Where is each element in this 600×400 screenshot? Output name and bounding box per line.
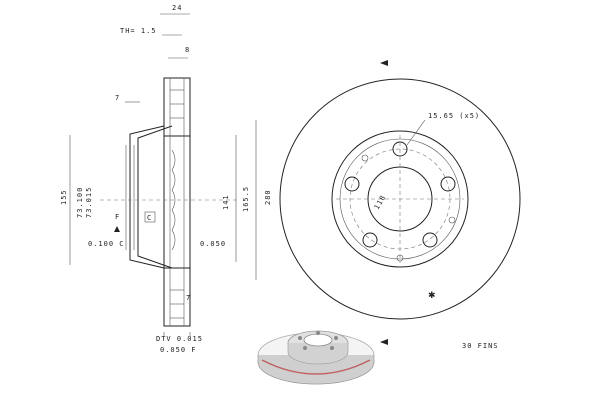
bore-3d <box>303 333 333 347</box>
dim-bolt-holes: 15.65 (x5) <box>428 112 480 120</box>
dim-7-top: 7 <box>115 94 120 102</box>
dim-280: 280 <box>264 189 272 205</box>
datum-c: C <box>147 214 152 222</box>
dim-165-5: 165.5 <box>242 186 250 212</box>
hat-inner <box>137 125 173 269</box>
tol-0-100-c: 0.100 C <box>88 240 125 248</box>
bolt-hole-3 <box>422 232 438 248</box>
front-view: 15.65 (x5) 118 ✱ 30 FINS <box>279 60 521 350</box>
star-marker: ✱ <box>428 291 436 301</box>
disc-3d-render <box>257 330 375 385</box>
dim-8: 8 <box>185 46 190 54</box>
bolt-hole-5 <box>344 176 360 192</box>
arrow-bottom <box>380 339 388 345</box>
arrow-top <box>380 60 388 66</box>
bolt-hole-2 <box>440 176 456 192</box>
dim-118: 118 <box>373 193 388 211</box>
dim-24: 24 <box>172 4 182 12</box>
section-view: 24 TH= 1.5 8 7 155 <box>60 4 272 354</box>
tol-dtv: DTV 0.015 <box>156 335 203 343</box>
datum-c-box <box>144 211 156 223</box>
hat-circle <box>331 130 469 268</box>
dim-7-bottom: 7 <box>186 294 191 302</box>
hat-section <box>129 125 165 269</box>
disc-outer-circle <box>279 78 521 320</box>
vented-body <box>163 135 191 269</box>
datum-f-marker <box>114 226 120 232</box>
dim-73-100: 73.100 <box>76 187 84 218</box>
dim-155: 155 <box>60 189 68 205</box>
fins-count: 30 FINS <box>462 342 499 350</box>
dim-thickness: TH= 1.5 <box>120 27 157 35</box>
friction-ring-lower <box>163 267 191 327</box>
dim-141: 141 <box>222 194 230 210</box>
bolt-hole-4 <box>362 232 378 248</box>
tol-0-050: 0.050 <box>200 240 226 248</box>
datum-f: F <box>115 213 120 221</box>
tol-0-050-f: 0.050 F <box>160 346 197 354</box>
dim-73-015: 73.015 <box>85 187 93 218</box>
